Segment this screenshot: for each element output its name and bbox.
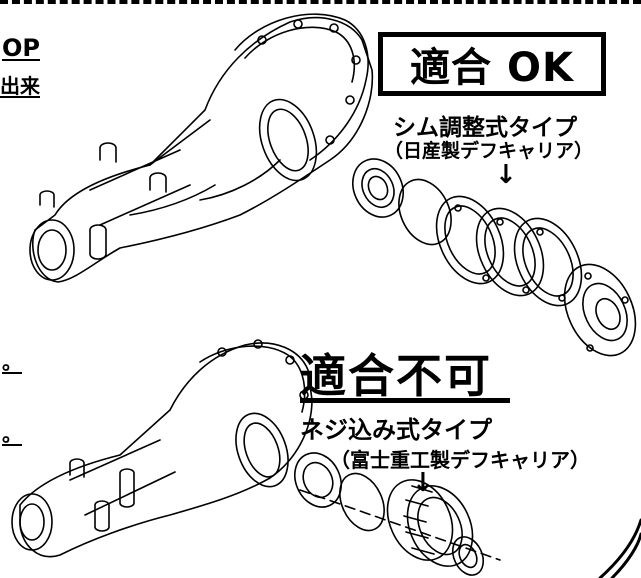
nissan-carrier-label: （日産製デフキャリア） [384, 140, 594, 162]
screw-type-label: ネジ込み式タイプ [300, 416, 492, 444]
top-diff-housing [30, 14, 372, 282]
left-text-fragment: 。 [2, 422, 22, 446]
left-text-fragment: 。 [2, 350, 22, 374]
top-exploded-parts [344, 151, 641, 367]
not-compatible-title: 適合不可 [300, 349, 492, 403]
bottom-diff-housing [12, 340, 312, 557]
corner-swoosh [600, 520, 641, 578]
title-underline [300, 398, 510, 403]
left-text-fragment: 出来 [0, 74, 40, 98]
dashed-border [0, 0, 641, 4]
down-arrow: ↓ [495, 160, 517, 190]
bottom-exploded-parts [286, 445, 500, 578]
left-text-fragment: OP [2, 34, 40, 62]
down-arrow: ↓ [412, 468, 434, 498]
shim-type-label: シム調整式タイプ [393, 115, 577, 141]
compatible-ok-badge: 適合 OK [378, 32, 606, 96]
fuji-carrier-label: （富士重工製デフキャリア） [330, 448, 590, 472]
